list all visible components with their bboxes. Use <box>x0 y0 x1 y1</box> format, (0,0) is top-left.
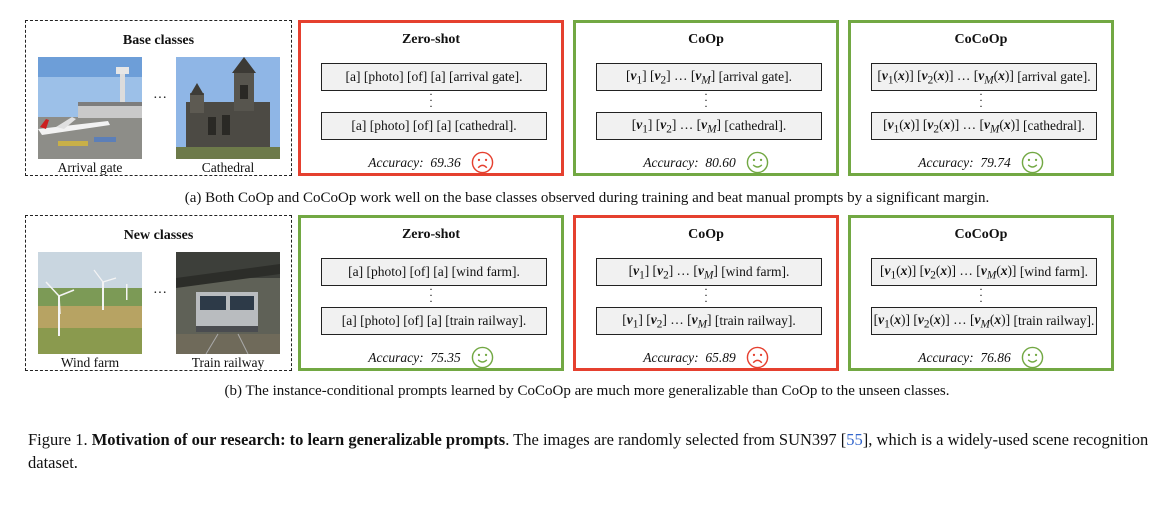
subfigure-caption-a: (a) Both CoOp and CoCoOp work well on th… <box>184 190 990 206</box>
image-caption: Cathedral <box>201 160 255 175</box>
accuracy-line: Accuracy: 69.36 <box>301 151 561 174</box>
cocoop-panel: CoCoOp [v1(x)] [v2(x)] … [vM(x)] [wind f… <box>848 215 1114 371</box>
citation-link[interactable]: 55 <box>846 430 863 449</box>
accuracy-text: Accuracy: 76.86 <box>918 349 1011 365</box>
classes-title: Base classes <box>122 33 195 48</box>
prompt-box: [v1] [v2] … [vM] [wind farm]. <box>596 258 822 286</box>
accuracy-text: Accuracy: 65.89 <box>643 349 736 365</box>
prompt-box: [a] [photo] [of] [a] [arrival gate]. <box>321 63 547 91</box>
base-classes-panel: Base classes ··· <box>25 20 292 176</box>
figure-caption-text: ], which is a widely-used scene recognit… <box>28 430 1149 472</box>
prompt-box: [v1] [v2] … [vM] [arrival gate]. <box>596 63 822 91</box>
method-title: Zero-shot <box>401 32 461 47</box>
cocoop-panel: CoCoOp [v1(x)] [v2(x)] … [vM(x)] [arriva… <box>848 20 1114 176</box>
prompt-box: [v1(x)] [v2(x)] … [vM(x)] [train railway… <box>871 307 1097 335</box>
image-caption: Train railway <box>191 355 265 370</box>
accuracy-text: Accuracy: 80.60 <box>643 154 736 170</box>
happy-face-icon <box>471 346 494 369</box>
method-title: CoCoOp <box>954 227 1008 242</box>
happy-face-icon <box>746 151 769 174</box>
cathedral-image <box>176 57 280 159</box>
accuracy-line: Accuracy: 80.60 <box>576 151 836 174</box>
figure-caption-text: . The images are randomly selected from … <box>505 430 847 449</box>
new-classes-panel: New classes ··· <box>25 215 292 371</box>
subfigure-caption-b: (b) The instance-conditional prompts lea… <box>224 383 950 399</box>
accuracy-text: Accuracy: 75.35 <box>368 349 461 365</box>
method-title: Zero-shot <box>401 227 461 242</box>
zero-shot-panel: Zero-shot [a] [photo] [of] [a] [arrival … <box>298 20 564 176</box>
coop-panel: CoOp [v1] [v2] … [vM] [arrival gate]. ··… <box>573 20 839 176</box>
accuracy-text: Accuracy: 79.74 <box>918 154 1011 170</box>
figure-caption: Figure 1. Motivation of our research: to… <box>28 428 1153 474</box>
prompt-box: [v1] [v2] … [vM] [cathedral]. <box>596 112 822 140</box>
vertical-ellipsis: ··· <box>429 87 433 113</box>
coop-panel: CoOp [v1] [v2] … [vM] [wind farm]. ··· [… <box>573 215 839 371</box>
row-new-classes: New classes ··· <box>25 215 1160 371</box>
sad-face-icon <box>471 151 494 174</box>
accuracy-line: Accuracy: 75.35 <box>301 346 561 369</box>
accuracy-line: Accuracy: 76.86 <box>851 346 1111 369</box>
vertical-ellipsis: ··· <box>979 87 983 113</box>
happy-face-icon <box>1021 151 1044 174</box>
accuracy-text: Accuracy: 69.36 <box>368 154 461 170</box>
wind-farm-image <box>38 252 142 354</box>
figure-label: Figure 1. <box>28 430 88 449</box>
vertical-ellipsis: ··· <box>704 87 708 113</box>
happy-face-icon <box>1021 346 1044 369</box>
accuracy-line: Accuracy: 79.74 <box>851 151 1111 174</box>
method-title: CoOp <box>688 227 724 242</box>
image-caption: Arrival gate <box>57 160 123 175</box>
accuracy-line: Accuracy: 65.89 <box>576 346 836 369</box>
prompt-box: [v1(x)] [v2(x)] … [vM(x)] [arrival gate]… <box>871 63 1097 91</box>
vertical-ellipsis: ··· <box>704 282 708 308</box>
train-railway-image <box>176 252 280 354</box>
vertical-ellipsis: ··· <box>429 282 433 308</box>
arrival-gate-image <box>38 57 142 159</box>
sad-face-icon <box>746 346 769 369</box>
figure-caption-bold: Motivation of our research: to learn gen… <box>91 430 506 449</box>
prompt-box: [v1(x)] [v2(x)] … [vM(x)] [cathedral]. <box>871 112 1097 140</box>
prompt-box: [v1(x)] [v2(x)] … [vM(x)] [wind farm]. <box>871 258 1097 286</box>
prompt-box: [a] [photo] [of] [a] [train railway]. <box>321 307 547 335</box>
vertical-ellipsis: ··· <box>979 282 983 308</box>
ellipsis: ··· <box>153 286 167 301</box>
method-title: CoOp <box>688 32 724 47</box>
zero-shot-panel: Zero-shot [a] [photo] [of] [a] [wind far… <box>298 215 564 371</box>
row-base-classes: Base classes ··· <box>25 20 1160 176</box>
method-title: CoCoOp <box>954 32 1008 47</box>
prompt-box: [v1] [v2] … [vM] [train railway]. <box>596 307 822 335</box>
ellipsis: ··· <box>153 91 167 106</box>
prompt-box: [a] [photo] [of] [a] [wind farm]. <box>321 258 547 286</box>
image-caption: Wind farm <box>60 355 120 370</box>
prompt-box: [a] [photo] [of] [a] [cathedral]. <box>321 112 547 140</box>
classes-title: New classes <box>123 228 194 243</box>
